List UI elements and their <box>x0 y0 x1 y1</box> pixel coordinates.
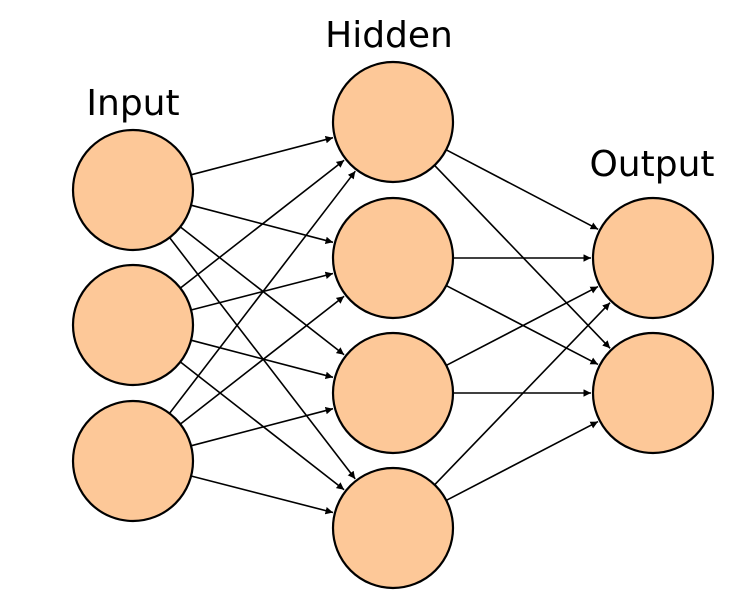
hidden-node-4 <box>331 466 455 590</box>
arrow-input-1-to-hidden-1 <box>190 135 334 176</box>
input-node-3 <box>71 399 195 523</box>
hidden-node-3 <box>331 331 455 455</box>
arrow-input-2-to-hidden-3 <box>190 339 334 380</box>
input-node-1 <box>71 128 195 252</box>
output-node-1 <box>591 196 715 320</box>
arrow-input-2-to-hidden-1 <box>179 159 345 289</box>
output-layer-label: Output <box>589 144 714 185</box>
hidden-layer-label: Hidden <box>325 15 453 56</box>
arrow-input-2-to-hidden-4 <box>179 361 345 491</box>
hidden-node-1 <box>331 60 455 184</box>
hidden-node-2 <box>331 196 455 320</box>
arrow-input-3-to-hidden-1 <box>168 170 356 414</box>
input-node-2 <box>71 263 195 387</box>
arrow-input-3-to-hidden-3 <box>190 406 334 447</box>
arrow-hidden-2-to-output-2 <box>445 284 599 366</box>
arrow-hidden-4-to-output-1 <box>434 302 611 486</box>
arrow-input-3-to-hidden-4 <box>190 475 334 515</box>
neurons <box>71 60 715 590</box>
output-node-2 <box>591 331 715 455</box>
arrow-hidden-4-to-output-2 <box>445 420 599 502</box>
arrow-hidden-1-to-output-1 <box>445 149 599 231</box>
input-layer-label: Input <box>86 83 179 124</box>
arrow-input-3-to-hidden-2 <box>179 295 345 425</box>
connections <box>168 135 611 515</box>
arrow-hidden-3-to-output-1 <box>445 285 599 367</box>
arrow-hidden-1-to-output-2 <box>433 164 611 349</box>
arrow-input-1-to-hidden-3 <box>179 226 345 356</box>
